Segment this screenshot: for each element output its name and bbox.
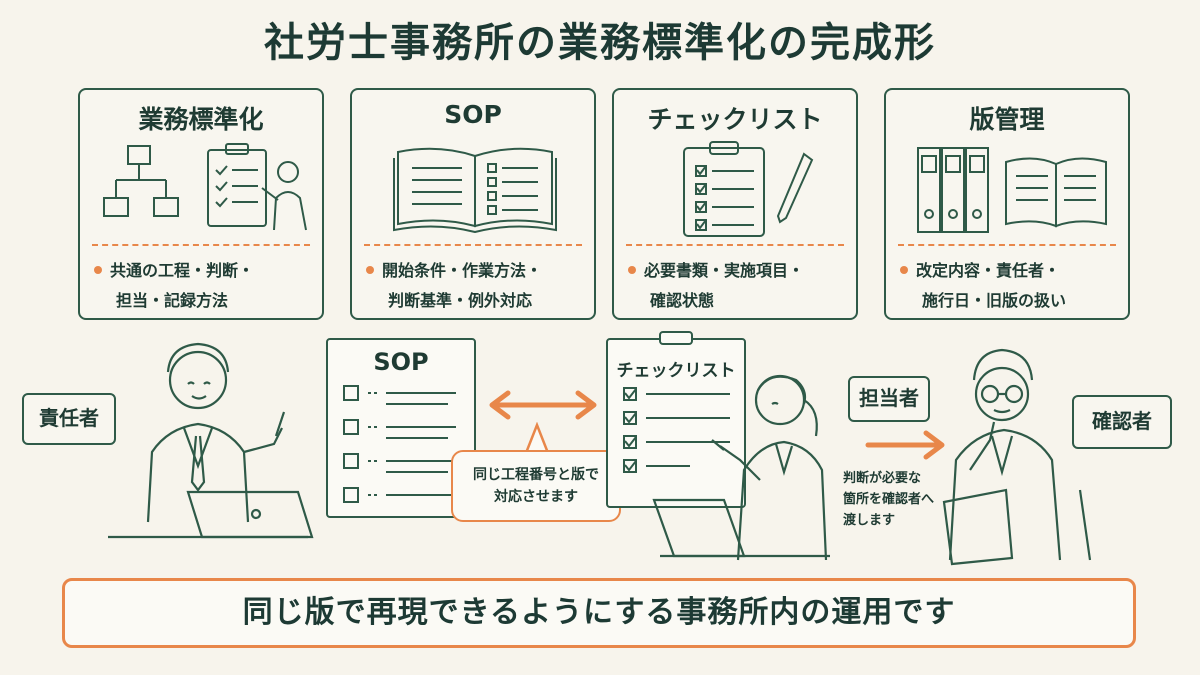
dashed-divider <box>898 244 1116 246</box>
role-label-reviewer: 確認者 <box>1072 395 1172 449</box>
manager-with-laptop-illustration <box>88 332 328 572</box>
open-book-icon <box>352 140 594 240</box>
flowchart-clipboard-illustration <box>80 140 322 240</box>
card-title: 業務標準化 <box>138 105 264 134</box>
clip-icon <box>658 330 694 346</box>
checklist-document-title: チェックリスト <box>616 361 736 381</box>
dashed-divider <box>92 244 310 246</box>
right-arrow-icon <box>862 428 948 462</box>
card-title: チェックリスト <box>647 105 823 134</box>
bullet-dot-icon <box>94 265 102 274</box>
callout-pointer <box>524 422 550 454</box>
bullet-dot-icon <box>366 265 374 274</box>
reviewer-with-document-illustration <box>940 340 1100 572</box>
card-version-control: 版管理 改定内容・責任者・ 施行日・旧版の扱い <box>884 88 1130 320</box>
role-label-staff: 担当者 <box>848 376 930 422</box>
card-checklist: チェックリスト 必要書類・実施項目・ 確認状態 <box>612 88 858 320</box>
card-description: 必要書類・実施項目・ 確認状態 <box>628 256 846 316</box>
card-description: 共通の工程・判断・ 担当・記録方法 <box>94 256 312 316</box>
card-title: 版管理 <box>969 105 1045 134</box>
checklist-document: チェックリスト <box>606 338 746 508</box>
callout-bubble: 同じ工程番号と版で 対応させます <box>451 450 621 522</box>
clipboard-pen-icon <box>614 140 856 240</box>
bullet-dot-icon <box>628 265 636 274</box>
dashed-divider <box>364 244 582 246</box>
binders-book-icon <box>886 140 1128 240</box>
dashed-divider <box>626 244 844 246</box>
summary-banner: 同じ版で再現できるようにする事務所内の運用です <box>62 578 1136 648</box>
card-title: SOP <box>444 100 502 129</box>
bullet-dot-icon <box>900 265 908 274</box>
card-standardization: 業務標準化 共通の工程・判断・ 担当・記録 <box>78 88 324 320</box>
card-description: 改定内容・責任者・ 施行日・旧版の扱い <box>900 256 1118 316</box>
handoff-note: 判断が必要な 箇所を確認者へ 渡します <box>843 471 935 528</box>
role-label-manager: 責任者 <box>22 393 116 445</box>
double-arrow-icon <box>484 388 602 422</box>
page-title: 社労士事務所の業務標準化の完成形 <box>264 20 936 66</box>
staff-with-laptop-illustration <box>650 360 850 570</box>
card-sop: SOP 開始条件・作業方法・ 判断基準・例外対応 <box>350 88 596 320</box>
card-description: 開始条件・作業方法・ 判断基準・例外対応 <box>366 256 584 316</box>
sop-document-title: SOP <box>373 348 429 376</box>
